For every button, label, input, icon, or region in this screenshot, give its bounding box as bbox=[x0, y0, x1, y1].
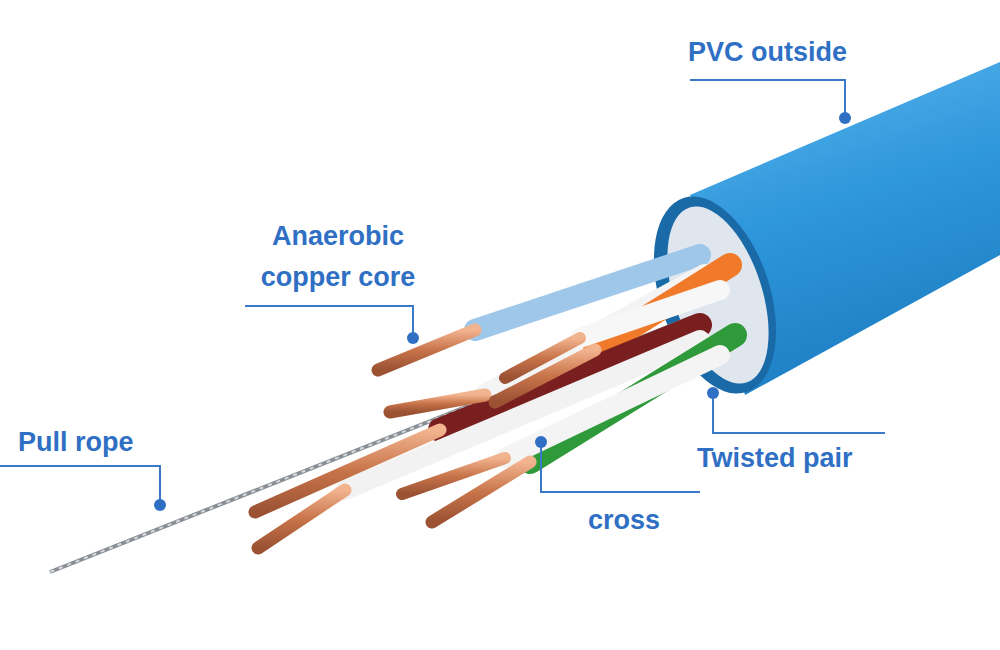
copper-core bbox=[378, 330, 475, 370]
leader-dot bbox=[535, 436, 547, 448]
part-label: cross bbox=[588, 500, 788, 541]
part-label: Twisted pair bbox=[697, 438, 977, 479]
leader-line bbox=[690, 80, 845, 118]
part-label: PVC outside bbox=[688, 32, 928, 73]
wire-bundle bbox=[255, 255, 735, 548]
copper-core bbox=[255, 430, 440, 512]
copper-core bbox=[505, 338, 580, 378]
leader-dot bbox=[707, 387, 719, 399]
white-green-insulation bbox=[505, 355, 720, 458]
leader-line bbox=[713, 393, 885, 433]
part-label: Anaerobic copper core bbox=[238, 216, 438, 297]
leader-lines bbox=[0, 80, 885, 505]
leader-line bbox=[245, 306, 413, 338]
leader-line bbox=[541, 442, 700, 492]
copper-core bbox=[258, 490, 345, 548]
leader-dot bbox=[154, 499, 166, 511]
leader-line bbox=[0, 466, 160, 505]
copper-core bbox=[402, 458, 505, 494]
part-label: Pull rope bbox=[18, 422, 218, 463]
leader-dot bbox=[407, 332, 419, 344]
copper-core bbox=[390, 395, 485, 412]
leader-dot bbox=[839, 112, 851, 124]
